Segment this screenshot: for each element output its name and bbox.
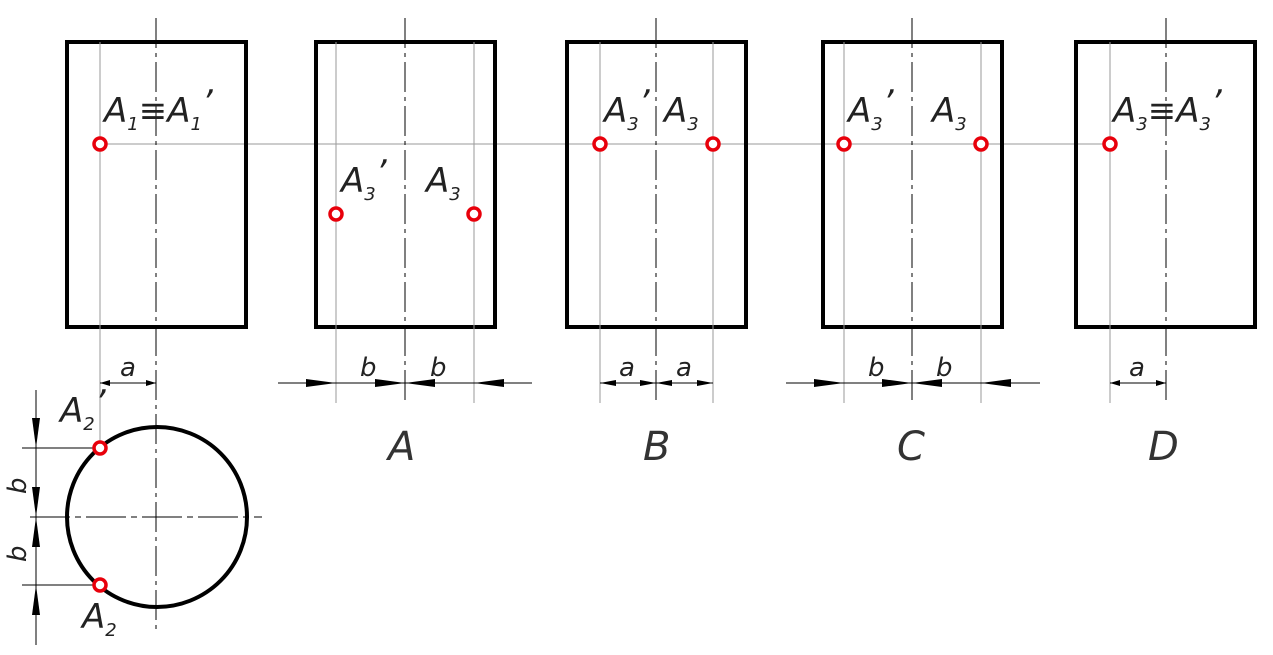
circle-arrow-2 bbox=[32, 487, 40, 517]
view-B-caption: B bbox=[643, 424, 670, 470]
view-C-caption: C bbox=[897, 424, 925, 470]
point-A3p-viewA bbox=[328, 206, 344, 222]
view-B-arrow-2 bbox=[640, 380, 656, 386]
view-A-arrow-3 bbox=[405, 379, 435, 387]
point-A3-viewA bbox=[466, 206, 482, 222]
view-B-dim-2: a bbox=[676, 353, 692, 383]
view-D-label: A3≡A3’ bbox=[1111, 83, 1223, 135]
view-A-arrow-4 bbox=[474, 379, 504, 387]
view-C-label-left: A3’ bbox=[846, 83, 895, 135]
circle-label-bottom: A2 bbox=[80, 597, 117, 641]
view-C-arrow-4 bbox=[981, 379, 1011, 387]
dim-label-a: a bbox=[120, 353, 136, 383]
point-A2p bbox=[92, 440, 108, 456]
view-C-arrow-1 bbox=[814, 379, 844, 387]
view-base: A1≡A1’ a bbox=[65, 18, 248, 630]
view-C-arrow-2 bbox=[882, 379, 912, 387]
view-base-label: A1≡A1’ bbox=[102, 83, 214, 135]
view-A-dim-2: b bbox=[430, 353, 447, 383]
view-C-label-right: A3 bbox=[930, 91, 967, 135]
view-A-arrow-1 bbox=[306, 379, 336, 387]
circle-arrow-4 bbox=[32, 585, 40, 615]
circle-dim-1: b bbox=[3, 477, 33, 494]
view-A-dim-1: b bbox=[360, 353, 377, 383]
point-A2 bbox=[92, 577, 108, 593]
point-A3p-viewC bbox=[836, 136, 852, 152]
view-A-label-left: A3’ bbox=[339, 153, 388, 205]
view-B-arrow-1 bbox=[600, 380, 616, 386]
view-C-arrow-3 bbox=[912, 379, 942, 387]
point-A3-viewB bbox=[705, 136, 721, 152]
view-A-caption: A bbox=[385, 424, 415, 470]
view-B: A3’ A3 a a B bbox=[565, 18, 748, 470]
view-B-arrow-3 bbox=[656, 380, 672, 386]
view-A-label-right: A3 bbox=[424, 161, 461, 205]
circle-arrow-3 bbox=[32, 517, 40, 547]
view-A: A3’ A3 b b A bbox=[278, 18, 532, 470]
circle-label-top: A2’ bbox=[58, 383, 107, 435]
view-C-dim-1: b bbox=[868, 353, 885, 383]
view-B-arrow-4 bbox=[697, 380, 713, 386]
view-C: A3’ A3 b b C bbox=[786, 18, 1040, 470]
view-B-label-left: A3’ bbox=[602, 83, 651, 135]
point-A3p-viewB bbox=[592, 136, 608, 152]
point-A3-viewC bbox=[973, 136, 989, 152]
point-A3-viewD bbox=[1102, 136, 1118, 152]
circle-dim-2: b bbox=[3, 545, 33, 562]
view-C-dim-2: b bbox=[936, 353, 953, 383]
view-B-dim-1: a bbox=[619, 353, 635, 383]
view-D-dim-a: a bbox=[1129, 353, 1145, 383]
view-A-arrow-2 bbox=[375, 379, 405, 387]
view-D-caption: D bbox=[1148, 424, 1179, 470]
point-A1 bbox=[92, 136, 108, 152]
view-B-label-right: A3 bbox=[662, 91, 699, 135]
circle-arrow-1 bbox=[32, 418, 40, 448]
circle-view: b b A2’ A2 bbox=[3, 383, 262, 645]
view-D: A3≡A3’ a D bbox=[1074, 18, 1257, 470]
